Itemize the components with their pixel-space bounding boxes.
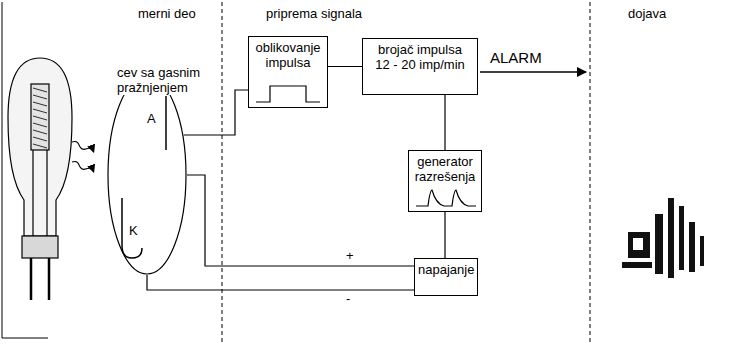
filament-support (46, 150, 47, 236)
polarity-sign: - (344, 291, 352, 307)
polarity-sign: + (344, 248, 356, 264)
section-heading: priprema signala (266, 6, 362, 22)
coil-winding (33, 123, 47, 127)
device-part (689, 222, 695, 272)
anode (165, 96, 167, 150)
lamp-base (22, 236, 58, 258)
wire (184, 90, 248, 135)
electrode-label: A (147, 111, 156, 126)
alarm-label: ALARM (490, 50, 542, 66)
section-heading: dojava (628, 6, 666, 22)
wire (328, 66, 362, 67)
box-text: 12 - 20 imp/min (366, 57, 474, 72)
device-part (668, 198, 674, 278)
coil-winding (33, 144, 47, 148)
alarm-device-picture (622, 198, 704, 278)
wire (147, 275, 414, 290)
rectangular-pulse (256, 86, 320, 102)
dashed-divider (590, 2, 591, 342)
lamp-bulb (8, 58, 72, 236)
box-text: napajanje (418, 262, 474, 277)
spike-pulses (416, 190, 476, 206)
section-heading: merni deo (138, 6, 196, 22)
process-box: generator razrešenja (408, 150, 482, 212)
process-box: brojač impulsa12 - 20 imp/min (362, 38, 478, 95)
radiation-arrow (71, 160, 94, 174)
box-text: oblikovanje impulsa (252, 40, 324, 70)
coil-winding (33, 95, 47, 99)
device-part (679, 206, 684, 270)
tube-envelope (108, 76, 186, 274)
device-part (655, 214, 663, 274)
coil-winding (33, 102, 47, 106)
wire (187, 175, 414, 266)
coil-winding (33, 109, 47, 113)
cathode (122, 198, 142, 258)
box-text: generator razrešenja (412, 154, 478, 184)
section-dividers (2, 2, 590, 342)
coil-winding (33, 116, 47, 120)
lamp-pin (30, 258, 33, 300)
pulse-shape (256, 86, 476, 206)
filament-support (32, 150, 33, 236)
wire (444, 95, 445, 150)
alarm-arrow (480, 71, 586, 73)
process-box: napajanje (414, 258, 478, 296)
dashed-divider (222, 2, 223, 342)
radiation-arrows (71, 140, 94, 174)
tube-outline (107, 75, 187, 275)
filament-frame (31, 84, 49, 150)
tube-electrodes (122, 96, 166, 258)
electrode-label: K (129, 223, 138, 238)
radiation-arrow (71, 140, 94, 154)
device-part (622, 262, 652, 268)
lamp-illustration (8, 58, 72, 300)
coil-winding (33, 137, 47, 141)
wire (444, 212, 445, 258)
coil-winding (33, 88, 47, 92)
process-box: oblikovanje impulsa (248, 36, 328, 108)
gas-discharge-tube: cev sa gasnim pražnjenjemAK (107, 75, 187, 275)
box-text: brojač impulsa (366, 42, 474, 57)
filament-coil (33, 88, 47, 148)
device-part (628, 232, 650, 258)
coil-winding (33, 130, 47, 134)
device-part (633, 238, 643, 250)
lamp-pin (48, 258, 51, 300)
tube-heading: cev sa gasnim pražnjenjem (115, 65, 219, 95)
device-part (700, 236, 704, 266)
